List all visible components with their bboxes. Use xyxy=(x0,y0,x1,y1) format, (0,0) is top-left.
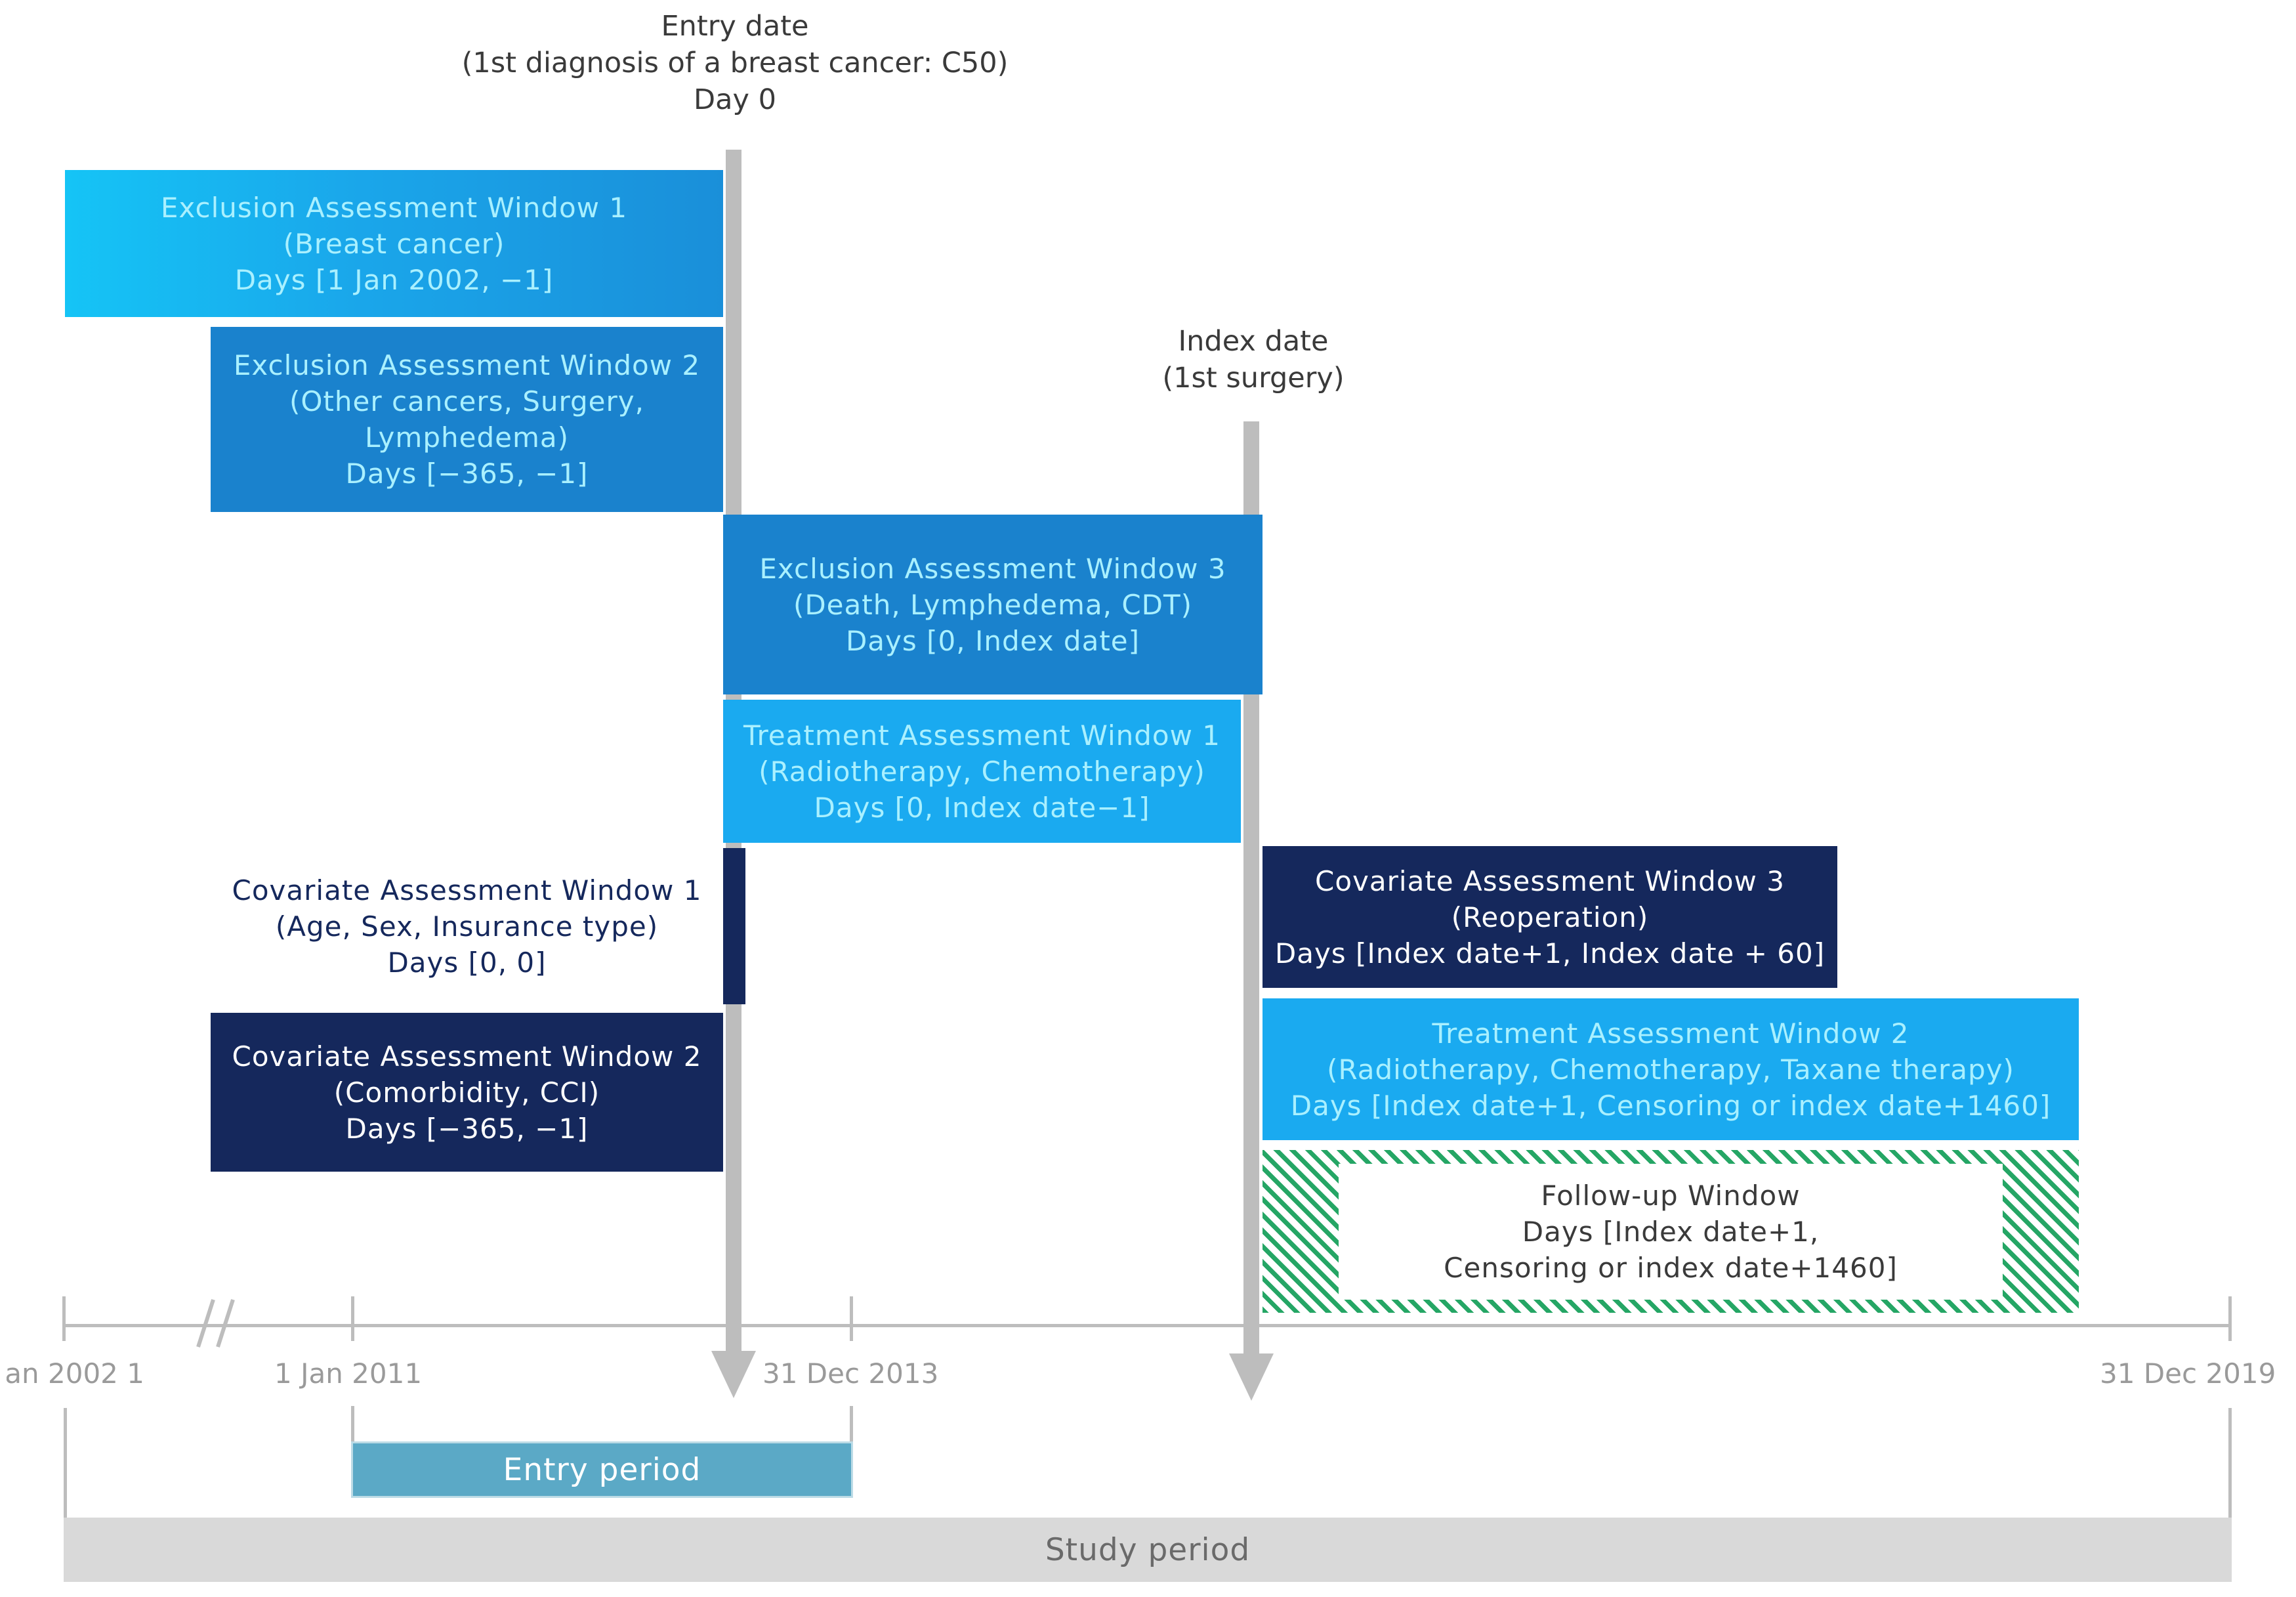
covariate-window-3-criteria: (Reoperation) xyxy=(1451,901,1649,933)
entry-date-title: Entry date xyxy=(661,10,809,43)
exclusion-window-1-criteria: (Breast cancer) xyxy=(283,227,505,260)
treatment-window-2-title: Treatment Assessment Window 2 xyxy=(1432,1017,1910,1050)
tick-label-2002: 1 Jan 2002 xyxy=(7,1357,144,1390)
index-date-label: Index date (1st surgery) xyxy=(1056,323,1450,396)
covariate-window-2: Covariate Assessment Window 2 (Comorbidi… xyxy=(211,1013,723,1172)
entry-date-description: (1st diagnosis of a breast cancer: C50) xyxy=(461,47,1009,79)
study-period-right-line xyxy=(2228,1408,2232,1582)
covariate-window-1-bar xyxy=(723,848,745,1004)
treatment-window-2-days: Days [Index date+1, Censoring or index d… xyxy=(1290,1089,2051,1122)
covariate-window-2-days: Days [−365, −1] xyxy=(345,1112,589,1145)
exclusion-window-1: Exclusion Assessment Window 1 (Breast ca… xyxy=(65,170,723,317)
covariate-window-1-criteria: (Age, Sex, Insurance type) xyxy=(275,910,659,943)
followup-window-days-cont: Censoring or index date+1460] xyxy=(1444,1252,1898,1284)
covariate-window-2-criteria: (Comorbidity, CCI) xyxy=(333,1076,600,1109)
exclusion-window-2: Exclusion Assessment Window 2 (Other can… xyxy=(211,327,723,512)
timeline-tick-2002 xyxy=(62,1296,66,1341)
timeline-axis xyxy=(64,1324,2231,1327)
treatment-window-1-days: Days [0, Index date−1] xyxy=(814,791,1150,824)
exclusion-window-2-criteria-cont: Lymphedema) xyxy=(365,421,569,454)
timeline-tick-2013 xyxy=(850,1296,853,1341)
entry-period-bar: Entry period xyxy=(351,1441,853,1498)
exclusion-window-1-title: Exclusion Assessment Window 1 xyxy=(160,191,628,224)
followup-window-title: Follow-up Window xyxy=(1541,1180,1801,1212)
treatment-window-1-criteria: (Radiotherapy, Chemotherapy) xyxy=(759,755,1205,788)
followup-window-days: Days [Index date+1, xyxy=(1522,1216,1820,1248)
study-period-label: Study period xyxy=(1045,1531,1251,1568)
exclusion-window-3-criteria: (Death, Lymphedema, CDT) xyxy=(793,588,1193,621)
entry-period-right-line xyxy=(850,1406,853,1445)
tick-label-2013: 31 Dec 2013 xyxy=(762,1357,939,1390)
exclusion-window-2-criteria: (Other cancers, Surgery, xyxy=(289,385,644,417)
exclusion-window-3-title: Exclusion Assessment Window 3 xyxy=(759,552,1226,585)
covariate-window-3: Covariate Assessment Window 3 (Reoperati… xyxy=(1263,846,1837,988)
covariate-window-1-days: Days [0, 0] xyxy=(387,947,547,979)
entry-period-left-line xyxy=(351,1406,354,1445)
tick-label-2011: 1 Jan 2011 xyxy=(274,1357,423,1390)
entry-date-day: Day 0 xyxy=(694,83,776,116)
treatment-window-1: Treatment Assessment Window 1 (Radiother… xyxy=(723,700,1241,843)
treatment-window-1-title: Treatment Assessment Window 1 xyxy=(743,719,1221,752)
entry-date-arrow xyxy=(711,1351,756,1398)
covariate-window-3-title: Covariate Assessment Window 3 xyxy=(1315,864,1785,897)
exclusion-window-3: Exclusion Assessment Window 3 (Death, Ly… xyxy=(723,515,1263,694)
entry-period-label: Entry period xyxy=(503,1451,701,1488)
treatment-window-2: Treatment Assessment Window 2 (Radiother… xyxy=(1263,998,2079,1140)
study-period-bar: Study period xyxy=(64,1518,2232,1582)
exclusion-window-2-title: Exclusion Assessment Window 2 xyxy=(233,349,701,381)
index-date-description: (1st surgery) xyxy=(1162,362,1345,394)
exclusion-window-2-days: Days [−365, −1] xyxy=(345,458,589,490)
entry-date-label: Entry date (1st diagnosis of a breast ca… xyxy=(341,8,1129,118)
followup-window: Follow-up Window Days [Index date+1, Cen… xyxy=(1339,1164,2003,1300)
tick-label-2019: 31 Dec 2019 xyxy=(2100,1357,2276,1390)
covariate-window-1-title: Covariate Assessment Window 1 xyxy=(232,874,702,906)
study-period-left-line xyxy=(64,1408,67,1582)
covariate-window-2-title: Covariate Assessment Window 2 xyxy=(232,1040,702,1073)
treatment-window-2-criteria: (Radiotherapy, Chemotherapy, Taxane ther… xyxy=(1327,1053,2014,1086)
exclusion-window-1-days: Days [1 Jan 2002, −1] xyxy=(234,263,554,296)
covariate-window-1: Covariate Assessment Window 1 (Age, Sex,… xyxy=(211,850,723,1003)
covariate-window-3-days: Days [Index date+1, Index date + 60] xyxy=(1274,937,1826,969)
timeline-tick-2011 xyxy=(351,1296,354,1341)
exclusion-window-3-days: Days [0, Index date] xyxy=(845,624,1140,657)
index-date-arrow xyxy=(1229,1353,1274,1401)
axis-break-icon xyxy=(196,1299,235,1348)
index-date-title: Index date xyxy=(1178,325,1329,358)
timeline-tick-2019 xyxy=(2228,1296,2232,1341)
